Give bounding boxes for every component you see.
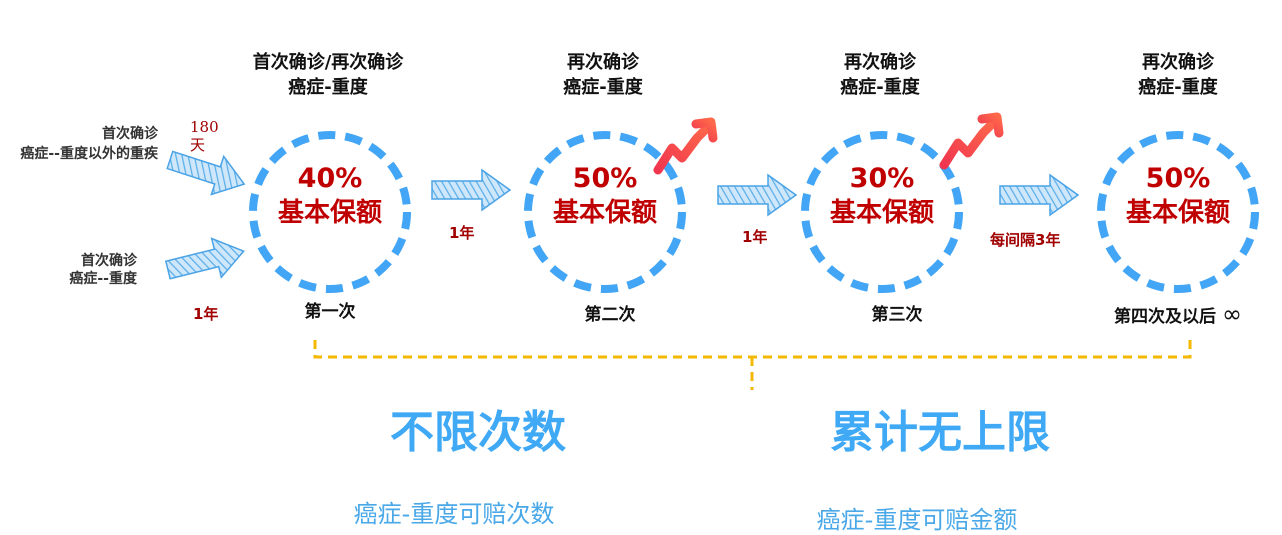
arrow-icon — [166, 150, 246, 196]
arrow-icon — [164, 237, 245, 280]
stage-4-payout: 50%基本保额 — [1125, 163, 1230, 228]
stage-2-header: 再次确诊癌症-重度 — [563, 52, 643, 98]
stage-4-header: 再次确诊癌症-重度 — [1138, 52, 1218, 98]
infinity-icon: ∞ — [1221, 300, 1242, 328]
trend-up-icon — [939, 112, 1004, 170]
stage-circle-2 — [524, 131, 686, 293]
summary-right-title: 累计无上限 — [830, 407, 1050, 458]
interval-1: 1年 — [449, 224, 475, 242]
summary-left-title: 不限次数 — [390, 407, 566, 458]
input-top-label: 首次确诊癌症--重度以外的重疾 — [20, 126, 158, 162]
stage-circle-4 — [1097, 131, 1259, 293]
bracket — [313, 340, 1192, 390]
interval-3: 每间隔3年 — [990, 231, 1061, 249]
summary-right-subtitle: 癌症-重度可赔金额 — [816, 506, 1018, 534]
stage-2-label: 第二次 — [584, 305, 636, 325]
trend-up-icon — [653, 117, 718, 175]
stage-1-label: 第一次 — [304, 302, 356, 322]
stage-circle-1 — [249, 131, 411, 293]
stage-3-label: 第三次 — [871, 305, 923, 325]
stage-1-header: 首次确诊/再次确诊癌症-重度 — [252, 52, 404, 98]
wait-period-1y: 1年 — [193, 305, 219, 323]
summary-left-subtitle: 癌症-重度可赔次数 — [353, 500, 555, 528]
stage-3-header: 再次确诊癌症-重度 — [840, 52, 920, 98]
arrow-icon — [999, 173, 1080, 217]
stage-2-payout: 50%基本保额 — [552, 163, 657, 228]
arrow-icon — [717, 173, 798, 217]
arrow-icon — [431, 168, 512, 212]
stage-1-payout: 40%基本保额 — [277, 163, 382, 228]
interval-2: 1年 — [742, 228, 768, 246]
stage-4-label: 第四次及以后 ∞ — [1114, 300, 1242, 328]
stage-3-payout: 30%基本保额 — [829, 163, 934, 228]
stage-circle-3 — [801, 131, 963, 293]
input-bottom-label: 首次确诊癌症--重度 — [69, 253, 137, 287]
